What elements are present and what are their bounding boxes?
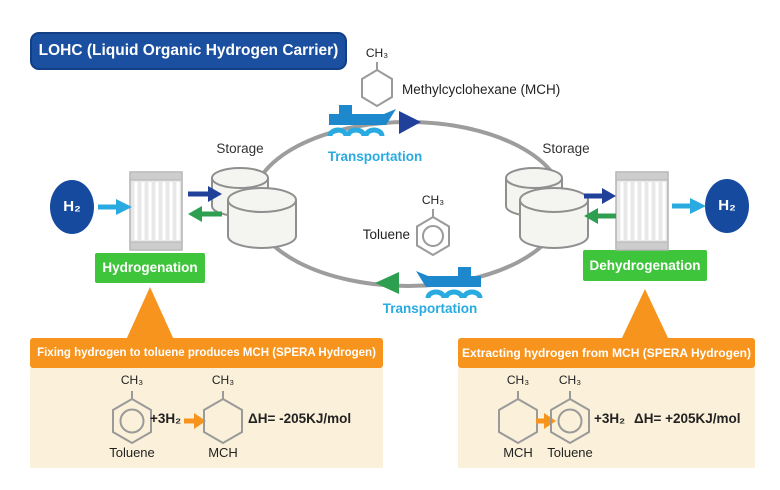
left-reaction-mch-icon <box>203 391 243 445</box>
left-reactant-name-label: Toluene <box>109 445 155 460</box>
mch-ch3-label: CH₃ <box>365 46 389 60</box>
transport-top-label: Transportation <box>327 149 423 164</box>
right-reactant-ch3-label: CH₃ <box>506 373 530 387</box>
right-reaction-arrow-icon <box>536 413 556 429</box>
left-reactant-ch3-label: CH₃ <box>120 373 144 387</box>
toluene-ch3-label: CH₃ <box>421 193 445 207</box>
h2-out-arrow-icon <box>672 198 706 214</box>
right-product-name-label: Toluene <box>547 445 593 460</box>
right-callout-banner: Extracting hydrogen from MCH (SPERA Hydr… <box>458 338 755 368</box>
toluene-name-label: Toluene <box>362 227 410 242</box>
hydrogenation-reactor-icon <box>129 171 183 251</box>
right-storage-tanks-icon <box>505 167 589 249</box>
left-callout-banner: Fixing hydrogen to toluene produces MCH … <box>30 338 383 368</box>
dehydrogenation-reactor-icon <box>615 171 669 251</box>
left-to-storage-arrow-icon <box>188 186 222 202</box>
bottom-ship-icon <box>416 267 483 299</box>
left-plus-h2-label: +3H₂ <box>150 411 182 426</box>
right-callout-pointer-icon <box>621 289 669 340</box>
left-reaction-panel <box>30 368 383 468</box>
right-enthalpy-label: ΔH= +205KJ/mol <box>634 411 741 426</box>
left-product-ch3-label: CH₃ <box>211 373 235 387</box>
h2-right-label: H₂ <box>718 197 736 214</box>
right-product-ch3-label: CH₃ <box>558 373 582 387</box>
h2-right-circle <box>705 179 749 233</box>
mch-name-label: Methylcyclohexane (MCH) <box>402 82 561 97</box>
left-enthalpy-label: ΔH= -205KJ/mol <box>248 411 352 426</box>
left-callout-pointer-icon <box>126 287 174 340</box>
left-product-name-label: MCH <box>208 445 238 460</box>
h2-left-circle <box>50 180 94 234</box>
h2-in-arrow-icon <box>98 199 132 215</box>
storage-to-right-arrow-icon <box>584 188 616 204</box>
h2-left-label: H₂ <box>63 198 81 215</box>
right-reactant-name-label: MCH <box>503 445 533 460</box>
storage-left-label: Storage <box>216 141 264 156</box>
cycle-top-arrowhead-icon <box>399 111 421 134</box>
left-reaction-arrow-icon <box>184 413 206 429</box>
right-reaction-toluene-icon <box>550 391 590 445</box>
right-reaction-panel <box>458 368 755 468</box>
title-banner: LOHC (Liquid Organic Hydrogen Carrier) <box>30 32 347 70</box>
storage-right-label: Storage <box>542 141 590 156</box>
transport-bottom-label: Transportation <box>382 301 478 316</box>
left-reaction-toluene-icon <box>112 391 152 445</box>
right-to-storage-arrow-icon <box>584 208 616 224</box>
right-plus-h2-label: +3H₂ <box>594 411 626 426</box>
storage-to-left-arrow-icon <box>188 206 222 222</box>
top-ship-icon <box>327 105 396 137</box>
right-reaction-mch-icon <box>498 391 538 445</box>
toluene-molecule-icon <box>416 209 450 257</box>
mch-molecule-icon <box>361 62 393 108</box>
cycle-bottom-arrowhead-icon <box>375 272 399 294</box>
left-storage-tanks-icon <box>211 167 297 249</box>
hydrogenation-box: Hydrogenation <box>95 253 205 283</box>
dehydrogenation-box: Dehydrogenation <box>583 250 707 281</box>
